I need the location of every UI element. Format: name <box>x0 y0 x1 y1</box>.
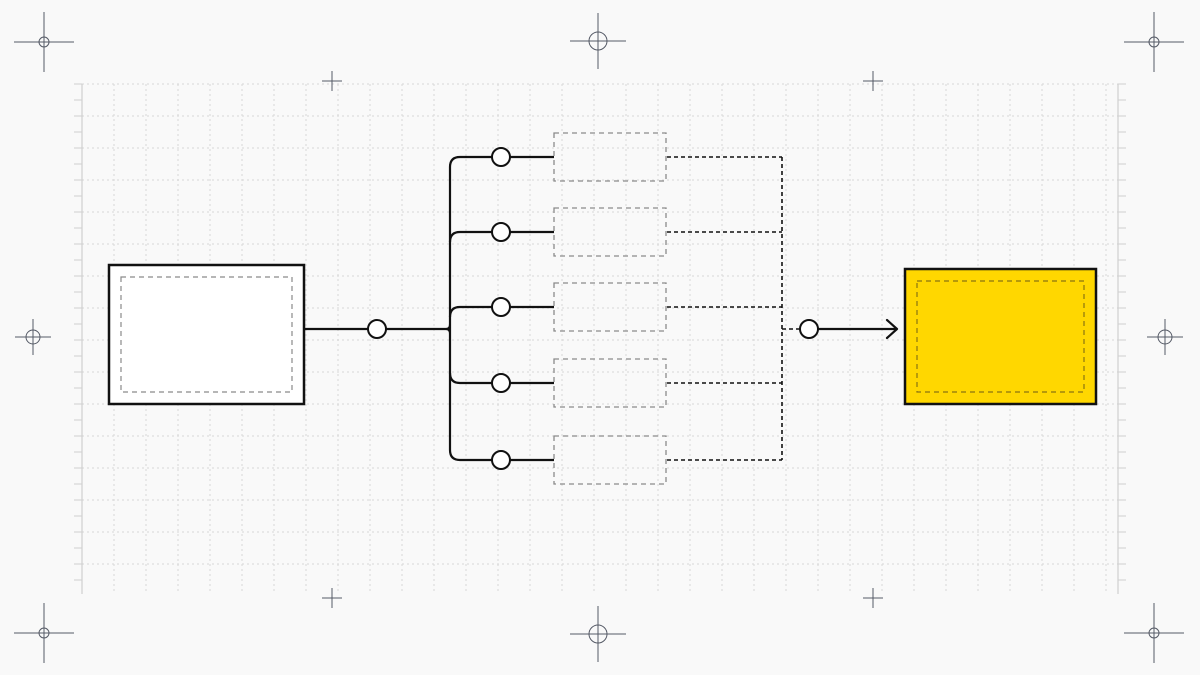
crosshair-ring-icon <box>588 624 608 644</box>
crosshair-ring-icon <box>1157 329 1173 345</box>
crosshair-ring-icon <box>1148 36 1160 48</box>
crosshair-ring-icon <box>38 36 50 48</box>
source-box <box>107 263 306 406</box>
branch-placeholders <box>553 132 667 485</box>
branch-connector <box>448 449 492 462</box>
arrowhead-icon <box>885 318 899 340</box>
branch-connector <box>448 372 492 385</box>
branch-placeholder-box <box>553 358 667 408</box>
junction-circle <box>491 297 511 317</box>
target-inner-placeholder <box>916 280 1085 393</box>
branch-connector <box>448 230 492 243</box>
branch-placeholder-box <box>553 207 667 257</box>
branch-connector <box>448 305 492 318</box>
source-inner-placeholder <box>120 276 293 393</box>
fork-joint <box>445 323 451 335</box>
branch-connector <box>448 155 492 168</box>
target-box <box>903 267 1098 406</box>
output-junction-circle <box>799 319 819 339</box>
branch-placeholder-box <box>553 132 667 182</box>
crosshair-ring-icon <box>38 627 50 639</box>
input-junction-circle <box>367 319 387 339</box>
junction-circle <box>491 450 511 470</box>
registration-marks <box>14 12 1184 663</box>
crosshair-ring-icon <box>25 329 41 345</box>
crosshair-ring-icon <box>1148 627 1160 639</box>
junction-circle <box>491 373 511 393</box>
branch-placeholder-box <box>553 282 667 332</box>
connectors <box>304 155 899 462</box>
junction-circles <box>367 147 819 470</box>
junction-circle <box>491 147 511 167</box>
branch-placeholder-box <box>553 435 667 485</box>
junction-circle <box>491 222 511 242</box>
grid <box>74 83 1126 594</box>
crosshair-ring-icon <box>588 31 608 51</box>
nodes <box>107 263 1098 406</box>
